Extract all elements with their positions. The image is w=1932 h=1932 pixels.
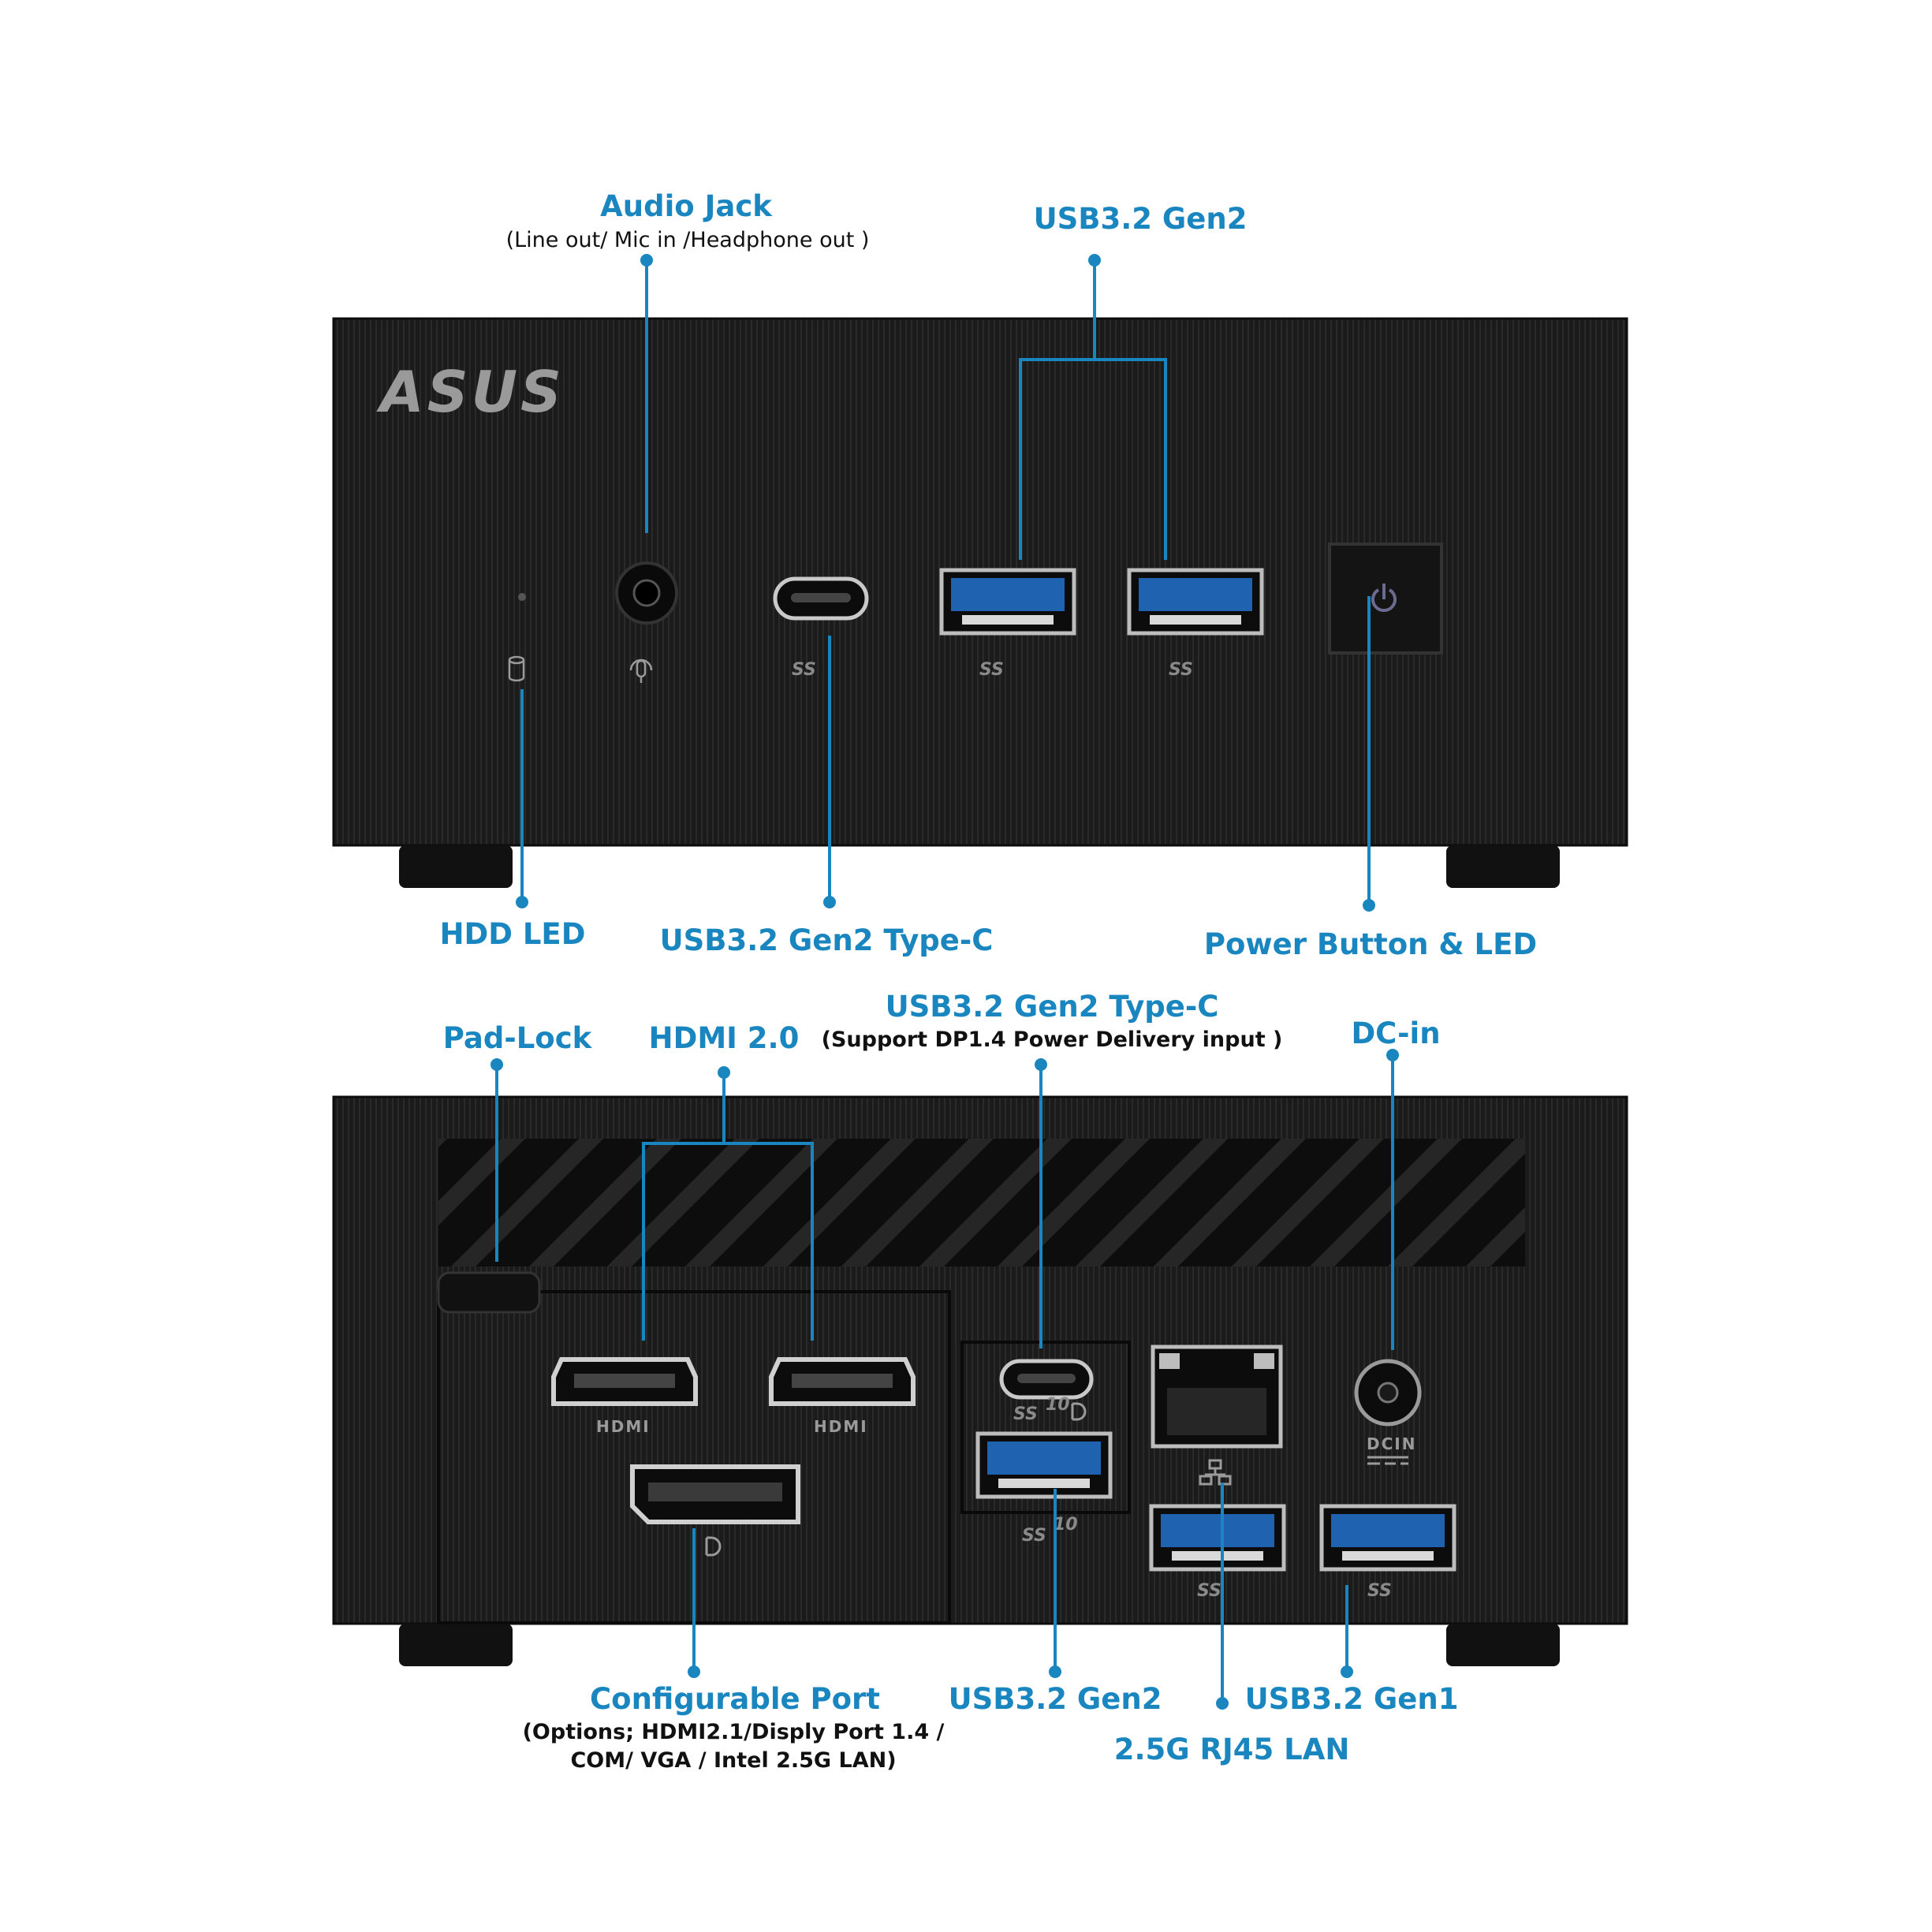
rear-usb-gen2-label: USB3.2 Gen2 [948, 1682, 1162, 1716]
dcin-label: DCIN [1367, 1434, 1416, 1453]
asus-logo: ASUS [376, 359, 565, 425]
rear-usb-typec-label: USB3.2 Gen2 Type-C [885, 990, 1219, 1024]
front-usb-a-1-ss-icon: SS [979, 660, 1004, 680]
power-button-label: Power Button & LED [1203, 927, 1538, 961]
front-left-foot [399, 845, 513, 888]
configurable-port-label: Configurable Port [590, 1682, 880, 1716]
rear-chassis: HDMI HDMI SS 10 SS 10 [332, 1095, 1628, 1666]
rear-usb-c-dp-icon [1071, 1402, 1087, 1421]
audio-jack-sublabel: (Line out/ Mic in /Headphone out ) [505, 228, 870, 252]
configurable-port-sublabel-1: (Options; HDMI2.1/Disply Port 1.4 / [522, 1720, 945, 1744]
hdmi-2-label: HDMI [814, 1417, 868, 1436]
front-right-foot [1446, 845, 1560, 888]
usb-gen1-label: USB3.2 Gen1 [1244, 1682, 1459, 1716]
dcin-label-callout: DC-in [1351, 1016, 1441, 1050]
headset-mic-icon [629, 658, 653, 683]
rear-usb-gen2-ss-icon: SS [1022, 1526, 1046, 1546]
hdd-led [518, 593, 526, 601]
dc-polarity-icon [1367, 1456, 1408, 1465]
rear-usb-gen1-2-ss-icon: SS [1367, 1581, 1392, 1601]
front-usb-a-port-1 [939, 568, 1076, 636]
displayport-icon [705, 1536, 722, 1557]
rear-left-foot [399, 1624, 513, 1666]
hdmi-label: HDMI 2.0 [648, 1021, 800, 1055]
front-usb-typec-label: USB3.2 Gen2 Type-C [659, 923, 994, 957]
audio-jack [615, 561, 678, 625]
rear-usb-a-gen1-port-2 [1319, 1504, 1456, 1572]
dc-in-port [1354, 1359, 1422, 1427]
hdmi-1-label: HDMI [596, 1417, 651, 1436]
power-button [1328, 543, 1443, 655]
front-usb-a-port-2 [1127, 568, 1264, 636]
rear-usb-a-gen1-port-1 [1149, 1504, 1286, 1572]
hdd-led-label: HDD LED [439, 917, 586, 951]
front-usb-gen2-label: USB3.2 Gen2 [1033, 202, 1248, 236]
hdd-icon [508, 655, 525, 682]
lan-network-icon [1199, 1459, 1232, 1486]
rear-right-foot [1446, 1624, 1560, 1666]
audio-jack-label: Audio Jack [600, 189, 772, 223]
front-usb-a-2-ss-icon: SS [1169, 660, 1193, 680]
rear-usb-c-ss-icon: SS [1013, 1404, 1038, 1424]
rear-usb-typec-sublabel: (Support DP1.4 Power Delivery input ) [821, 1028, 1283, 1052]
rear-usb-gen1-1-ss-icon: SS [1197, 1581, 1221, 1601]
callout-lines [490, 254, 1399, 1710]
rear-usb-a-gen2-port [975, 1431, 1113, 1499]
front-chassis: ASUS SS SS [332, 317, 1628, 888]
front-usb-c-ss-icon: SS [792, 660, 816, 680]
rj45-lan-port [1151, 1345, 1283, 1449]
rear-usb-c-ss10: 10 [1046, 1395, 1070, 1415]
lan-label: 2.5G RJ45 LAN [1113, 1732, 1350, 1766]
rear-usb-gen2-ss10: 10 [1054, 1515, 1078, 1535]
padlock-slot [437, 1271, 541, 1314]
rear-vent [438, 1139, 1525, 1266]
configurable-port-sublabel-2: COM/ VGA / Intel 2.5G LAN) [570, 1748, 897, 1773]
padlock-label: Pad-Lock [442, 1021, 592, 1055]
